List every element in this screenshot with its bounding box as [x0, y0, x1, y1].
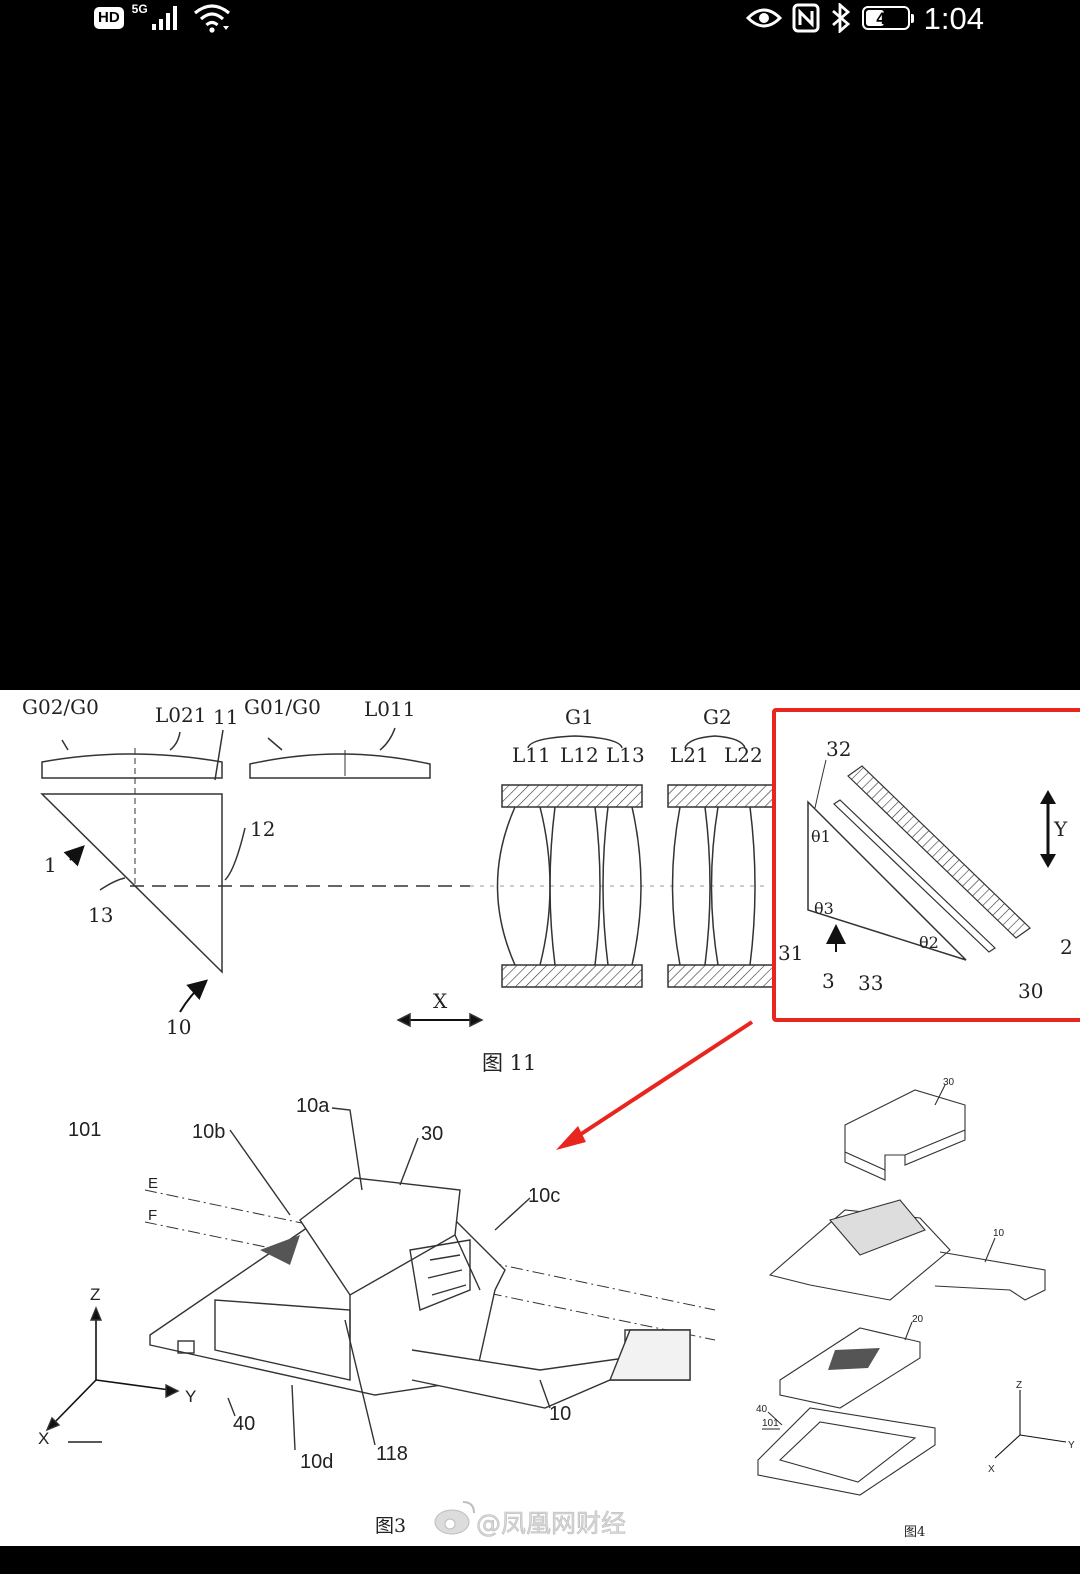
patent-drawing: G02/G0 L021 11 G01/G0 L011 G1 G2 L11 L12…	[22, 695, 1080, 1540]
label-118: 118	[376, 1443, 408, 1465]
label-g1: G1	[565, 705, 594, 729]
label-30-small: 30	[943, 1077, 955, 1088]
label-2: 2	[1060, 935, 1073, 959]
label-x: X	[38, 1429, 49, 1448]
label-1: 1	[44, 853, 57, 877]
fig4-labels: 101 30 10 20 40 Z Y X 图4	[756, 1077, 1075, 1540]
label-10a: 10a	[296, 1095, 330, 1117]
fig3-labels: 101 10a 10b 30 10c E F Z Y X 40 10d 118 …	[38, 1095, 571, 1537]
status-left: HD 5G	[94, 0, 232, 36]
label-10-cable: 10	[549, 1403, 571, 1425]
network-type-label: 5G	[131, 2, 148, 16]
label-x-small: X	[988, 1464, 995, 1475]
label-f: F	[148, 1207, 157, 1224]
label-101-small: 101	[762, 1418, 779, 1429]
fig4-caption: 图4	[904, 1525, 925, 1540]
label-3: 3	[822, 969, 835, 993]
label-31: 31	[778, 941, 803, 965]
label-g02: G02/G0	[22, 695, 99, 719]
wifi-icon	[193, 4, 230, 33]
label-z: Z	[90, 1285, 100, 1304]
hd-icon: HD	[94, 7, 124, 29]
label-theta2: θ2	[919, 933, 939, 952]
fig11-prism-detail	[772, 708, 1080, 1022]
label-33: 33	[858, 971, 883, 995]
label-g01: G01/G0	[244, 695, 321, 719]
patent-drawing-image[interactable]: G02/G0 L021 11 G01/G0 L011 G1 G2 L11 L12…	[0, 690, 1080, 1546]
fig11-labels: G02/G0 L021 11 G01/G0 L011 G1 G2 L11 L12…	[22, 695, 1073, 1075]
weibo-watermark: @凤凰网财经	[434, 1501, 626, 1538]
signal-5g-icon: 5G	[131, 2, 184, 33]
label-40: 40	[233, 1413, 255, 1435]
battery-level: 45	[876, 8, 896, 28]
label-l021: L021	[155, 703, 206, 727]
label-theta1: θ1	[811, 827, 831, 846]
label-11: 11	[213, 705, 238, 729]
label-20-small: 20	[912, 1314, 924, 1325]
fig11-caption: 图 11	[482, 1051, 536, 1075]
label-l11: L11	[512, 743, 551, 767]
label-l13: L13	[606, 743, 645, 767]
battery-icon: 45	[861, 6, 914, 30]
label-z-small: Z	[1016, 1380, 1022, 1391]
label-10b: 10b	[192, 1121, 225, 1143]
label-10c: 10c	[528, 1185, 560, 1207]
label-32: 32	[826, 737, 851, 761]
eye-icon	[745, 8, 782, 28]
fig3-drawing	[45, 1107, 716, 1451]
label-l12: L12	[560, 743, 599, 767]
nfc-icon	[792, 3, 820, 33]
label-l21: L21	[670, 743, 709, 767]
bluetooth-icon	[831, 3, 850, 33]
clock: 1:04	[923, 0, 984, 36]
label-13: 13	[88, 903, 113, 927]
label-30: 30	[421, 1123, 443, 1145]
label-x-axis: X	[433, 989, 448, 1013]
status-bar: HD 5G	[0, 0, 1080, 36]
weibo-logo-icon	[434, 1501, 475, 1535]
label-l011: L011	[364, 697, 415, 721]
label-y-small: Y	[1068, 1440, 1075, 1451]
label-y: Y	[185, 1387, 196, 1406]
label-theta3: θ3	[814, 899, 834, 918]
fig4-drawing	[757, 1084, 1067, 1496]
red-callout-arrow	[556, 1020, 754, 1150]
fig3-caption: 图3	[375, 1515, 406, 1537]
label-10: 10	[166, 1015, 191, 1039]
label-10d: 10d	[300, 1451, 333, 1473]
label-30: 30	[1018, 979, 1043, 1003]
label-e: E	[148, 1175, 158, 1192]
label-l22: L22	[724, 743, 763, 767]
label-10-small: 10	[993, 1228, 1005, 1239]
navigation-bar	[0, 1546, 1080, 1574]
label-101: 101	[68, 1119, 101, 1141]
status-right: 45 1:04	[745, 0, 984, 36]
label-12: 12	[250, 817, 275, 841]
label-g2: G2	[703, 705, 732, 729]
image-viewer-background[interactable]	[0, 36, 1080, 690]
label-40-small: 40	[756, 1404, 768, 1415]
watermark-text: @凤凰网财经	[476, 1509, 626, 1538]
battery-fill	[865, 10, 884, 26]
label-y-axis: Y	[1053, 817, 1068, 841]
fig11-drawing	[40, 727, 774, 1028]
